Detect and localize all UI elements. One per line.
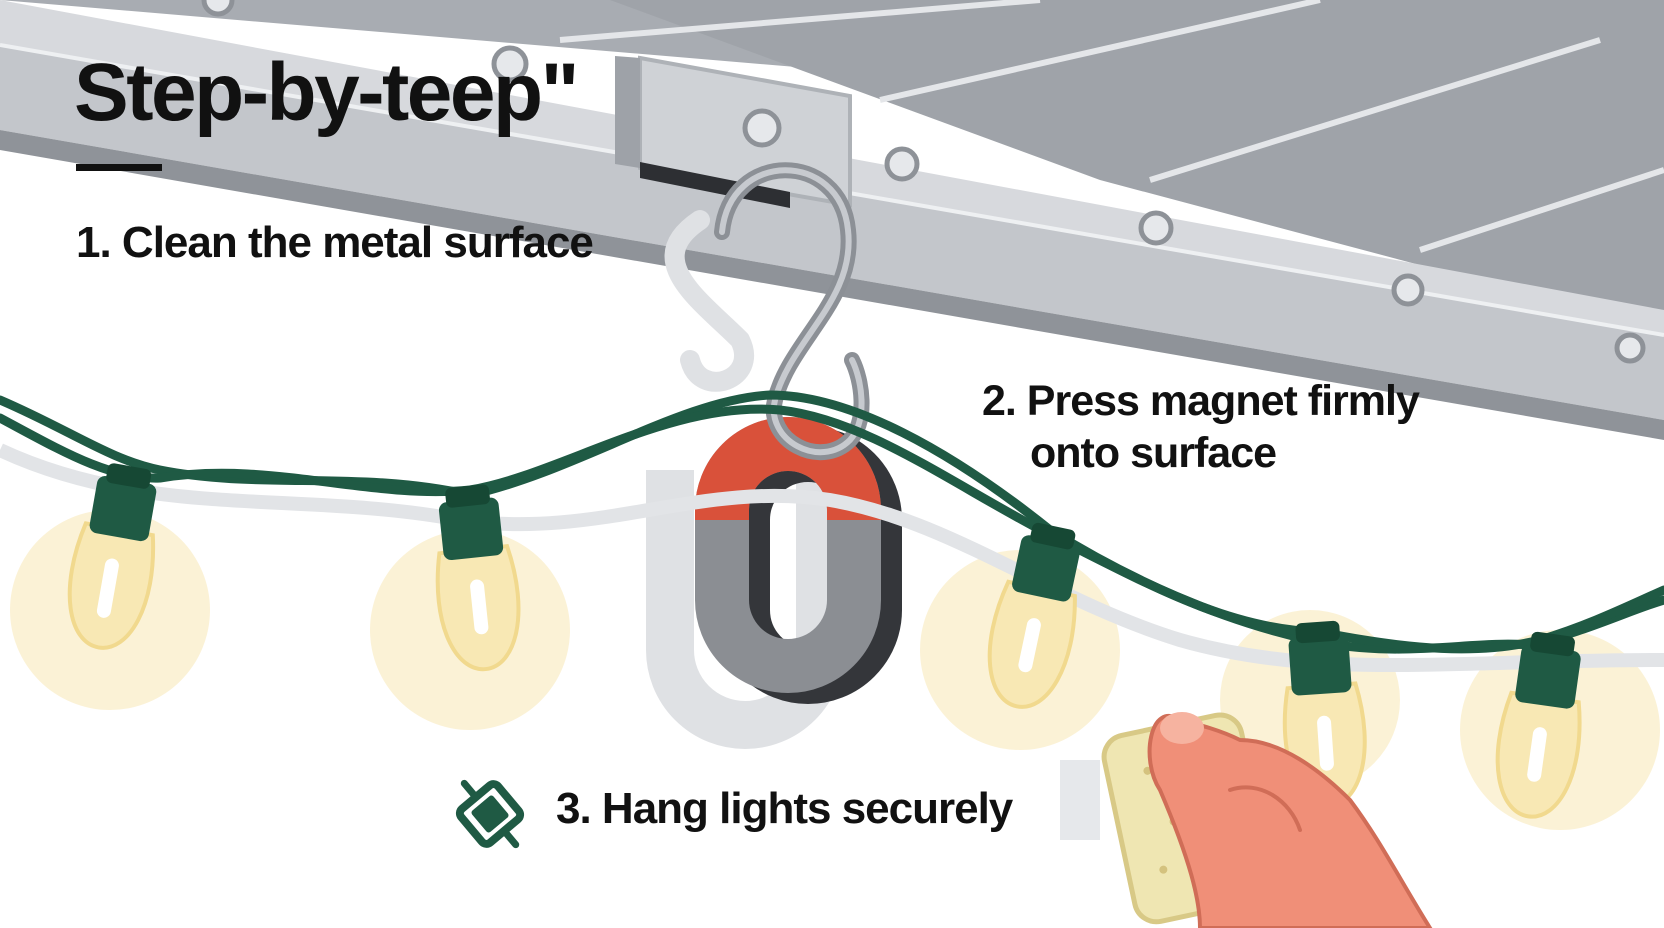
page-title: Step-by-teep" [74, 47, 579, 138]
magnet-clip-icon [455, 779, 525, 849]
ceiling-panel [0, 0, 1664, 330]
title-underline [76, 164, 162, 171]
step-2-line-2: onto surface [1030, 428, 1277, 477]
hand-with-sponge [1060, 712, 1433, 928]
s-hook [714, 162, 870, 461]
step-2-line-1: 2. Press magnet firmly [982, 377, 1420, 425]
string-light-cord [0, 390, 1664, 654]
horseshoe-magnet [695, 417, 902, 704]
step-1-label: 1. Clean the metal surface [76, 218, 594, 267]
step-2-label: 2. Press magnet firmly onto surface [982, 376, 1420, 479]
step-3-label: 3. Hang lights securely [556, 784, 1013, 833]
